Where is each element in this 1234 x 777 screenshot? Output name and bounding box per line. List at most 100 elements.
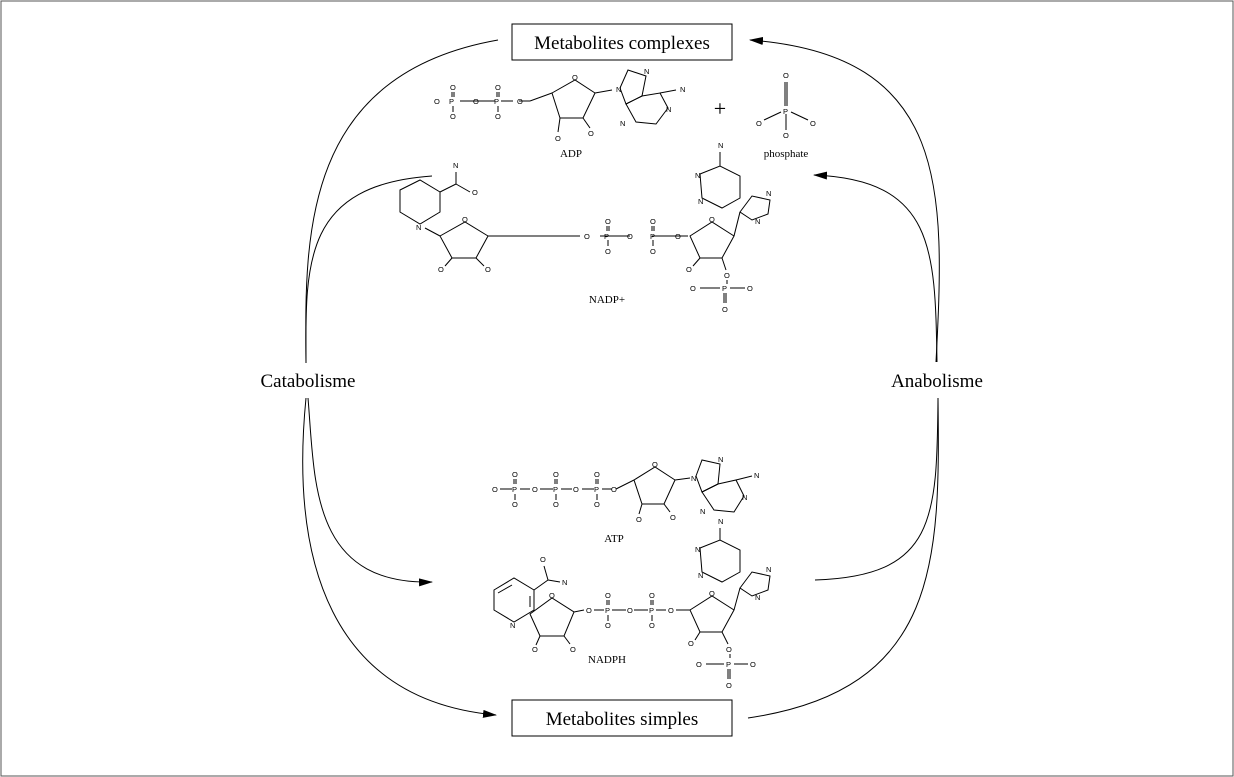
svg-text:O: O bbox=[553, 470, 559, 479]
svg-text:N: N bbox=[510, 621, 515, 630]
nadp-p3: P bbox=[722, 284, 727, 293]
svg-text:O: O bbox=[450, 83, 456, 92]
svg-text:O: O bbox=[724, 271, 730, 280]
svg-text:O: O bbox=[747, 284, 753, 293]
svg-text:O: O bbox=[553, 500, 559, 509]
svg-text:O: O bbox=[726, 681, 732, 690]
svg-text:O: O bbox=[485, 265, 491, 274]
svg-text:O: O bbox=[627, 606, 633, 615]
svg-text:N: N bbox=[562, 578, 567, 587]
svg-text:O: O bbox=[594, 500, 600, 509]
adp-label: ADP bbox=[560, 148, 582, 160]
anabolism-label: Anabolisme bbox=[891, 371, 983, 392]
svg-text:O: O bbox=[611, 485, 617, 494]
svg-text:O: O bbox=[652, 460, 658, 469]
svg-text:O: O bbox=[473, 97, 479, 106]
nadph-molecule: O N N O O O O P O O O P O O O O bbox=[493, 517, 771, 690]
svg-text:O: O bbox=[649, 591, 655, 600]
phosphate-p: P bbox=[783, 107, 788, 116]
complex-metabolites-label: Metabolites complexes bbox=[534, 33, 710, 54]
svg-text:O: O bbox=[750, 660, 756, 669]
svg-text:O: O bbox=[605, 621, 611, 630]
adp-p2: P bbox=[494, 97, 499, 106]
svg-text:N: N bbox=[453, 161, 458, 170]
svg-text:O: O bbox=[570, 645, 576, 654]
svg-text:O: O bbox=[472, 188, 478, 197]
svg-text:N: N bbox=[616, 85, 621, 94]
nadp-p1: P bbox=[604, 232, 609, 241]
svg-text:O: O bbox=[709, 215, 715, 224]
phosphate-molecule: O P O O O bbox=[756, 71, 816, 140]
nadp-label: NADP+ bbox=[589, 294, 625, 306]
adp-o-terminal: O bbox=[434, 97, 440, 106]
plus-sign: + bbox=[714, 96, 726, 121]
svg-text:O: O bbox=[495, 83, 501, 92]
svg-text:N: N bbox=[644, 67, 649, 76]
svg-text:O: O bbox=[540, 555, 546, 564]
svg-text:O: O bbox=[686, 265, 692, 274]
svg-text:O: O bbox=[450, 112, 456, 121]
svg-text:O: O bbox=[555, 134, 561, 143]
anabolism-to-complex-arrow bbox=[749, 36, 940, 363]
svg-text:N: N bbox=[416, 223, 421, 232]
svg-text:N: N bbox=[666, 105, 671, 114]
svg-text:N: N bbox=[755, 593, 760, 602]
svg-text:O: O bbox=[627, 232, 633, 241]
nadph-label: NADPH bbox=[588, 654, 626, 666]
svg-text:O: O bbox=[722, 305, 728, 314]
svg-text:O: O bbox=[512, 500, 518, 509]
catabolism-nadp-curve bbox=[305, 175, 433, 364]
simple-metabolites-label: Metabolites simples bbox=[546, 709, 699, 730]
atp-p3: P bbox=[594, 485, 599, 494]
nadp-p2: P bbox=[650, 232, 655, 241]
svg-text:N: N bbox=[698, 197, 703, 206]
svg-text:O: O bbox=[783, 131, 789, 140]
svg-text:N: N bbox=[742, 493, 747, 502]
svg-text:O: O bbox=[650, 217, 656, 226]
svg-text:O: O bbox=[690, 284, 696, 293]
svg-text:O: O bbox=[709, 589, 715, 598]
simple-metabolites-box bbox=[511, 699, 733, 737]
svg-text:O: O bbox=[549, 591, 555, 600]
svg-text:O: O bbox=[670, 513, 676, 522]
adp-p1: P bbox=[449, 97, 454, 106]
svg-text:N: N bbox=[755, 217, 760, 226]
svg-text:O: O bbox=[438, 265, 444, 274]
svg-text:O: O bbox=[668, 606, 674, 615]
atp-molecule: O P O O O P O O O P O O O O O O N N N N … bbox=[492, 455, 759, 524]
svg-text:N: N bbox=[766, 565, 771, 574]
svg-text:O: O bbox=[605, 591, 611, 600]
svg-text:O: O bbox=[532, 485, 538, 494]
catabolism-label: Catabolisme bbox=[261, 371, 356, 392]
svg-text:O: O bbox=[688, 639, 694, 648]
svg-text:N: N bbox=[680, 85, 685, 94]
svg-text:O: O bbox=[512, 470, 518, 479]
svg-text:O: O bbox=[586, 606, 592, 615]
svg-text:N: N bbox=[695, 545, 700, 554]
anabolism-bottom-curve bbox=[747, 397, 939, 719]
svg-text:O: O bbox=[605, 247, 611, 256]
catabolism-top-curve bbox=[305, 39, 499, 364]
svg-text:N: N bbox=[718, 455, 723, 464]
anabolism-nadph-curve bbox=[814, 397, 939, 581]
svg-text:O: O bbox=[810, 119, 816, 128]
svg-text:O: O bbox=[517, 97, 523, 106]
svg-text:O: O bbox=[572, 73, 578, 82]
svg-text:N: N bbox=[754, 471, 759, 480]
anabolism-to-phosphate-arrow bbox=[813, 171, 938, 363]
atp-label: ATP bbox=[604, 533, 624, 545]
phosphate-label: phosphate bbox=[764, 148, 809, 160]
svg-text:O: O bbox=[650, 247, 656, 256]
nadph-p1: P bbox=[605, 606, 610, 615]
catabolism-to-nadph-arrow bbox=[307, 397, 433, 587]
svg-text:O: O bbox=[495, 112, 501, 121]
atp-p1: P bbox=[512, 485, 517, 494]
nadph-p2: P bbox=[649, 606, 654, 615]
svg-text:N: N bbox=[698, 571, 703, 580]
svg-text:N: N bbox=[691, 474, 696, 483]
svg-text:N: N bbox=[620, 119, 625, 128]
svg-text:O: O bbox=[636, 515, 642, 524]
svg-text:O: O bbox=[462, 215, 468, 224]
svg-text:O: O bbox=[584, 232, 590, 241]
